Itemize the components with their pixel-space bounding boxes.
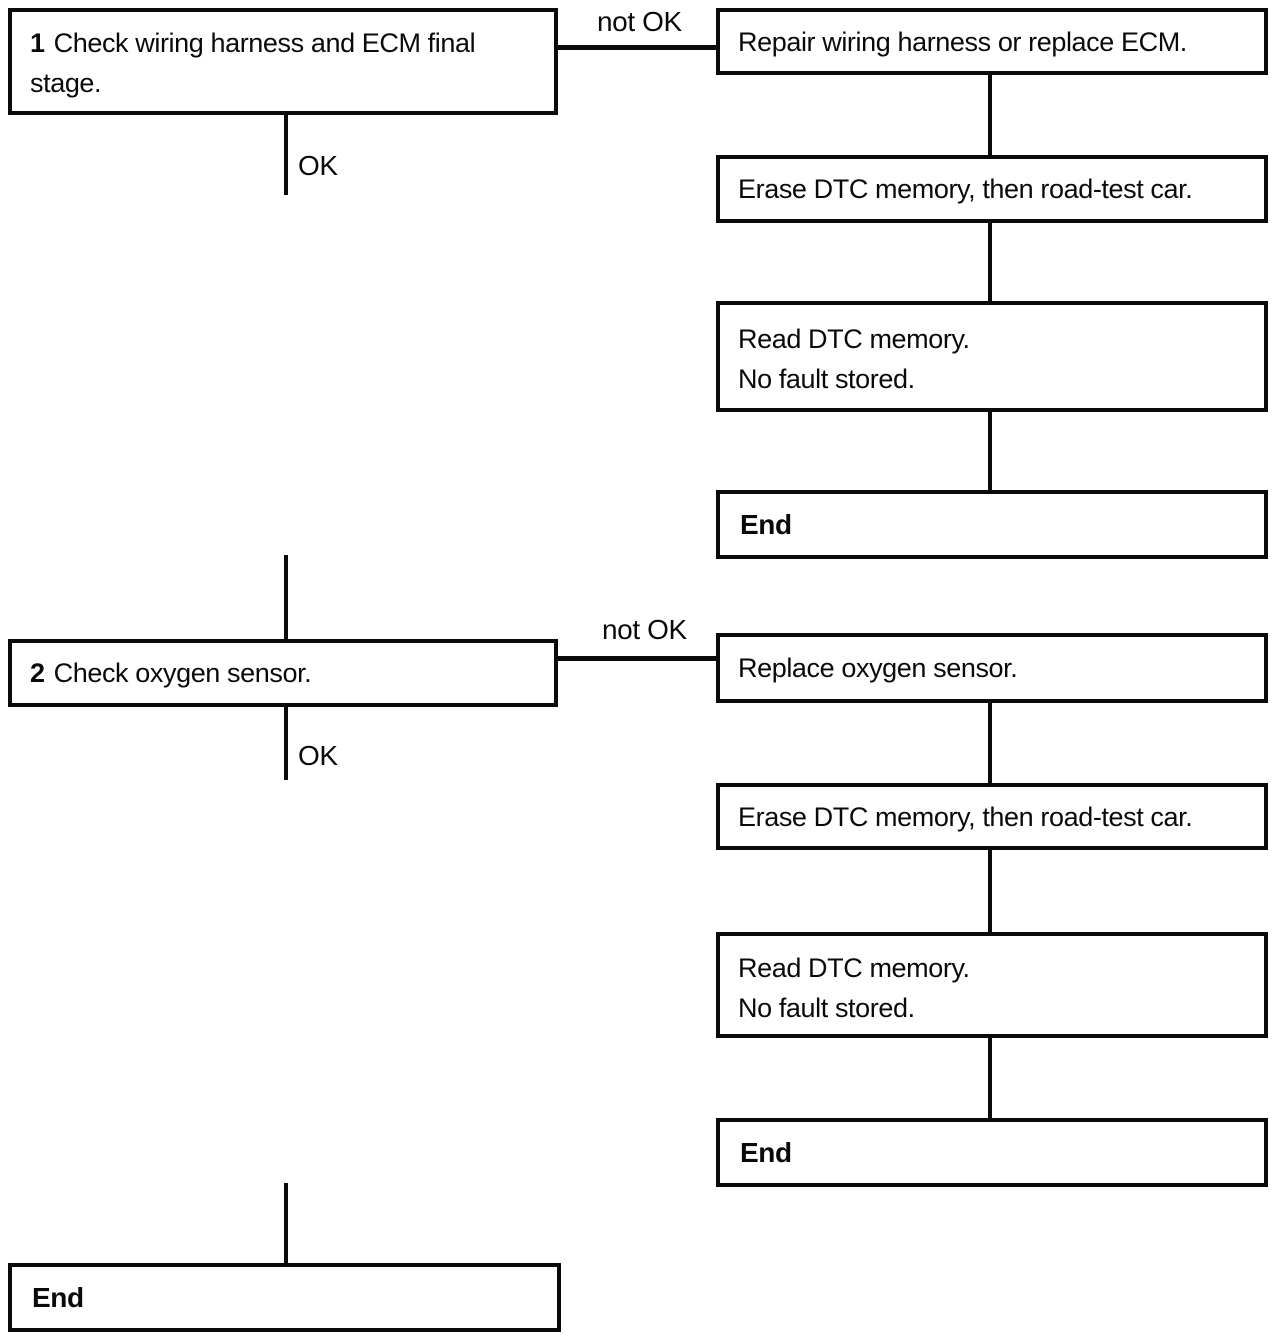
branch-1-read-box: Read DTC memory. No fault stored. xyxy=(716,301,1268,412)
step-1-to-step-2-connector-line xyxy=(284,555,288,641)
branch-2-read-line-1: Read DTC memory. xyxy=(738,953,970,983)
step-2-box: 2 Check oxygen sensor. xyxy=(8,639,558,707)
branch-2-connector-line-1 xyxy=(988,703,992,783)
step-1-number: 1 xyxy=(30,28,45,58)
step-1-not-ok-label: not OK xyxy=(597,6,682,37)
step-1-not-ok-connector-line xyxy=(556,45,718,50)
step-1-label: Check wiring harness and ECM final stage… xyxy=(30,28,476,98)
branch-2-repair-box: Replace oxygen sensor. xyxy=(716,633,1268,703)
step-2-ok-connector-line xyxy=(284,707,288,780)
step-1-ok-connector-line xyxy=(284,115,288,195)
branch-2-read-box: Read DTC memory. No fault stored. xyxy=(716,932,1268,1038)
branch-1-connector-line-2 xyxy=(988,223,992,301)
branch-2-erase-label: Erase DTC memory, then road-test car. xyxy=(738,801,1193,832)
branch-1-repair-box: Repair wiring harness or replace ECM. xyxy=(716,8,1268,75)
branch-1-erase-label: Erase DTC memory, then road-test car. xyxy=(738,174,1193,204)
branch-1-connector-line-1 xyxy=(988,75,992,155)
branch-1-repair-label: Repair wiring harness or replace ECM. xyxy=(738,26,1187,57)
branch-1-read-line-1: Read DTC memory. xyxy=(738,324,970,354)
final-end-box: End xyxy=(8,1263,561,1332)
branch-2-end-label: End xyxy=(740,1136,792,1168)
branch-2-read-line-2: No fault stored. xyxy=(738,993,915,1023)
branch-1-end-label: End xyxy=(740,508,792,540)
step-2-number: 2 xyxy=(30,658,45,688)
branch-1-read-line-2: No fault stored. xyxy=(738,364,915,394)
branch-2-repair-label: Replace oxygen sensor. xyxy=(738,653,1018,683)
branch-2-erase-box: Erase DTC memory, then road-test car. xyxy=(716,783,1268,850)
step-2-ok-label: OK xyxy=(298,740,338,771)
step-2-label: Check oxygen sensor. xyxy=(53,658,312,688)
branch-1-erase-box: Erase DTC memory, then road-test car. xyxy=(716,155,1268,223)
final-end-label: End xyxy=(32,1281,84,1313)
step-2-not-ok-connector-line xyxy=(556,656,718,661)
step-1-ok-label: OK xyxy=(298,150,338,181)
branch-2-connector-line-3 xyxy=(988,1038,992,1118)
branch-1-end-box: End xyxy=(716,490,1268,559)
branch-2-end-box: End xyxy=(716,1118,1268,1187)
step-2-not-ok-label: not OK xyxy=(602,614,687,645)
branch-2-connector-line-2 xyxy=(988,850,992,932)
step-2-to-end-connector-line xyxy=(284,1183,288,1265)
branch-1-connector-line-3 xyxy=(988,412,992,490)
